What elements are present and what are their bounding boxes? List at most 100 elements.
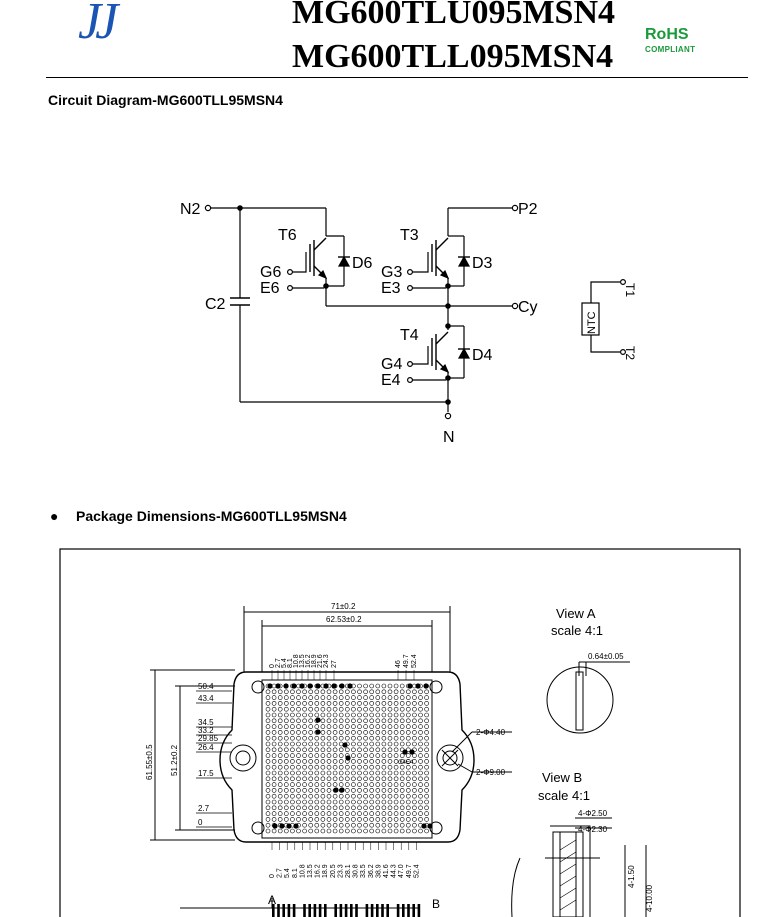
pin-hole <box>375 701 381 706</box>
pin-hole <box>326 718 332 724</box>
pin-hole <box>387 701 393 706</box>
pin-hole <box>369 741 375 747</box>
view-mark-a: A <box>268 893 276 907</box>
pin-terminal <box>315 729 321 735</box>
pin-hole <box>320 689 326 695</box>
pin-hole <box>283 747 289 753</box>
pin-hole <box>405 741 411 747</box>
pin-hole <box>283 712 289 718</box>
pin-hole <box>344 712 350 718</box>
pin-hole <box>375 822 381 828</box>
pin-hole <box>424 776 429 782</box>
pin-terminal <box>307 683 313 689</box>
top-tick-label: 18.9 <box>311 654 318 668</box>
pin-hole <box>290 770 295 776</box>
pin-hole <box>387 683 393 689</box>
side-pin <box>334 904 337 917</box>
pin-hole <box>393 776 399 782</box>
pin-hole <box>277 793 283 799</box>
pin-terminal <box>315 717 321 723</box>
pin-hole <box>387 788 393 793</box>
pin-hole <box>412 753 417 758</box>
pin-hole <box>338 735 344 741</box>
pin-hole <box>344 689 350 695</box>
pin-hole <box>369 718 375 724</box>
pin-hole <box>314 689 320 695</box>
pin-hole <box>290 805 295 811</box>
side-pin <box>277 904 280 917</box>
pin-hole <box>314 759 320 764</box>
pin-hole <box>375 724 381 729</box>
pin-hole <box>393 822 399 828</box>
bottom-tick-label: 5.4 <box>284 868 291 878</box>
pin-hole <box>302 776 307 782</box>
pin-terminal <box>345 755 351 761</box>
pin-terminal <box>421 823 427 829</box>
side-pin <box>370 904 374 917</box>
pin-hole <box>405 718 411 724</box>
pin-hole <box>314 770 320 776</box>
left-tick-label: 2.7 <box>198 804 210 813</box>
pin-hole <box>296 788 301 793</box>
bottom-tick-label: 2.7 <box>277 868 284 878</box>
pin-hole <box>296 811 301 816</box>
pin-hole <box>363 712 368 718</box>
pin-hole <box>265 799 271 805</box>
pin-hole <box>332 689 338 695</box>
pin-hole <box>399 805 405 811</box>
pin-hole <box>338 822 344 828</box>
pin-hole <box>332 770 338 776</box>
pin-hole <box>357 764 362 770</box>
pin-hole <box>296 730 301 735</box>
pin-hole <box>296 741 301 747</box>
label-g6: G6 <box>260 264 281 281</box>
pin-hole <box>351 811 356 816</box>
pin-hole <box>412 689 417 695</box>
pin-hole <box>424 782 429 787</box>
pin-hole <box>351 782 356 787</box>
pin-hole <box>424 701 429 706</box>
pin-hole <box>387 805 393 811</box>
pin-hole <box>387 793 393 799</box>
pin-terminal <box>331 683 337 689</box>
top-tick-label: 27 <box>331 660 338 668</box>
pin-hole <box>381 811 387 816</box>
pin-hole <box>302 718 307 724</box>
top-tick-label: 16.2 <box>305 654 312 668</box>
side-pin <box>365 904 369 917</box>
pin-hole <box>326 788 332 793</box>
pin-hole <box>387 811 393 816</box>
pin-hole <box>418 712 423 718</box>
pin-hole <box>308 718 314 724</box>
pin-hole <box>332 776 338 782</box>
pin-hole <box>424 753 429 758</box>
label-d4: D4 <box>472 347 493 364</box>
pin-hole <box>375 747 381 753</box>
pin-hole <box>369 799 375 805</box>
side-pin <box>396 904 400 917</box>
label-e6: E6 <box>260 280 280 297</box>
pin-hole <box>405 817 411 822</box>
side-pin <box>339 904 343 917</box>
pin-hole <box>424 828 429 834</box>
pin-hole <box>283 741 289 747</box>
label-g3: G3 <box>381 264 402 281</box>
pin-hole <box>381 730 387 735</box>
pin-hole <box>399 730 405 735</box>
pin-hole <box>283 776 289 782</box>
pin-hole <box>369 782 375 787</box>
pin-hole <box>405 799 411 805</box>
pin-hole <box>308 724 314 729</box>
pin-hole <box>369 759 375 764</box>
pin-hole <box>302 817 307 822</box>
pin-terminal <box>342 742 348 748</box>
pin-hole <box>375 730 381 735</box>
pin-hole <box>271 776 277 782</box>
pin-hole <box>424 759 429 764</box>
pin-hole <box>277 828 283 834</box>
pin-hole <box>290 735 295 741</box>
pin-grid <box>265 683 433 834</box>
pin-hole <box>418 718 423 724</box>
pin-hole <box>363 805 368 811</box>
pin-hole <box>326 741 332 747</box>
